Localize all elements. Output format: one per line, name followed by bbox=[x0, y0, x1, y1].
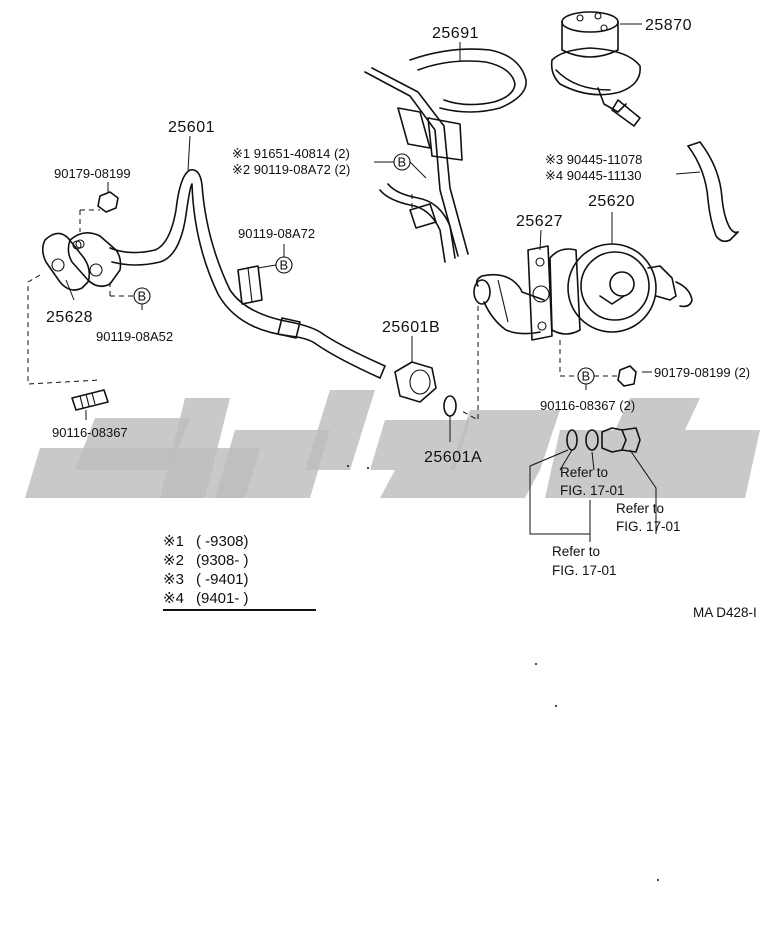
bolt-90179-08199-right bbox=[617, 365, 637, 387]
legend-row: ※4 (9401- ) bbox=[163, 590, 249, 607]
svg-text:B: B bbox=[582, 369, 591, 384]
label-25620: 25620 bbox=[588, 193, 635, 210]
svg-text:※1: ※1 bbox=[163, 533, 184, 550]
stud-90116-08367 bbox=[71, 389, 109, 411]
label-25870: 25870 bbox=[645, 17, 692, 34]
watermark bbox=[25, 390, 760, 498]
scan-specks bbox=[347, 465, 659, 881]
label-90179-08199: 90179-08199 bbox=[54, 166, 131, 181]
refer-a-line2: FIG. 17-01 bbox=[560, 483, 625, 498]
label-90119-08A52: 90119-08A52 bbox=[96, 329, 173, 344]
drawing-code: MA D428-I bbox=[693, 605, 757, 620]
svg-text:※4: ※4 bbox=[163, 590, 184, 607]
legend-row: ※3 ( -9401) bbox=[163, 571, 249, 588]
refer-b-line2: FIG. 17-01 bbox=[616, 519, 681, 534]
svg-text:B: B bbox=[398, 155, 407, 170]
legend-row: ※1 ( -9308) bbox=[163, 533, 249, 550]
svg-text:( -9401): ( -9401) bbox=[196, 571, 249, 588]
svg-text:※2: ※2 bbox=[163, 552, 184, 569]
label-25601: 25601 bbox=[168, 119, 215, 136]
svg-text:※3: ※3 bbox=[163, 571, 184, 588]
label-90116-08367-2: 90116-08367 (2) bbox=[540, 398, 635, 413]
refer-c-line2: FIG. 17-01 bbox=[552, 563, 617, 578]
refer-b-line1: Refer to bbox=[616, 501, 664, 516]
applicability-legend: ※1 ( -9308) ※2 (9308- ) ※3 ( -9401) ※4 (… bbox=[163, 533, 316, 611]
refer-a-line1: Refer to bbox=[560, 465, 608, 480]
bolt-marker-icon: B bbox=[133, 287, 151, 305]
egr-valve-25620 bbox=[473, 243, 693, 341]
svg-text:( -9308): ( -9308) bbox=[196, 533, 249, 550]
svg-text:(9308- ): (9308- ) bbox=[196, 552, 249, 569]
union-nut-25601B bbox=[394, 361, 437, 403]
part-labels: 25601 25691 25870 90179-08199 ※1 91651-4… bbox=[46, 17, 757, 620]
alignment-guides bbox=[27, 194, 618, 421]
label-25601A: 25601A bbox=[424, 449, 482, 466]
label-ref2: ※2 90119-08A72 (2) bbox=[232, 162, 350, 177]
label-25628: 25628 bbox=[46, 309, 93, 326]
bolt-90179-08199 bbox=[97, 191, 119, 213]
egr-modulator-25870 bbox=[550, 11, 641, 127]
leader-lines bbox=[65, 23, 701, 542]
refer-c-line1: Refer to bbox=[552, 544, 600, 559]
svg-text:B: B bbox=[280, 258, 289, 273]
label-ref1: ※1 91651-40814 (2) bbox=[232, 146, 350, 161]
label-ref4: ※4 90445-11130 bbox=[545, 168, 641, 183]
svg-text:B: B bbox=[138, 289, 147, 304]
bolt-marker-icon: B bbox=[577, 367, 595, 385]
label-ref3: ※3 90445-11078 bbox=[545, 152, 642, 167]
label-90116-08367: 90116-08367 bbox=[52, 425, 128, 440]
label-90179-08199-2: 90179-08199 (2) bbox=[654, 365, 750, 380]
label-25691: 25691 bbox=[432, 25, 479, 42]
svg-text:(9401- ): (9401- ) bbox=[196, 590, 249, 607]
bolt-marker-icon: B bbox=[275, 256, 293, 274]
pipe-bracket-25691 bbox=[364, 48, 527, 263]
legend-row: ※2 (9308- ) bbox=[163, 552, 249, 569]
vacuum-pipe-25601 bbox=[41, 168, 386, 379]
label-25601B: 25601B bbox=[382, 319, 440, 336]
label-25627: 25627 bbox=[516, 213, 563, 230]
label-90119-08A72: 90119-08A72 bbox=[238, 226, 315, 241]
vacuum-hose-90445 bbox=[687, 141, 739, 243]
ring-25601A bbox=[443, 395, 457, 417]
bolt-marker-icon: B bbox=[393, 153, 411, 171]
